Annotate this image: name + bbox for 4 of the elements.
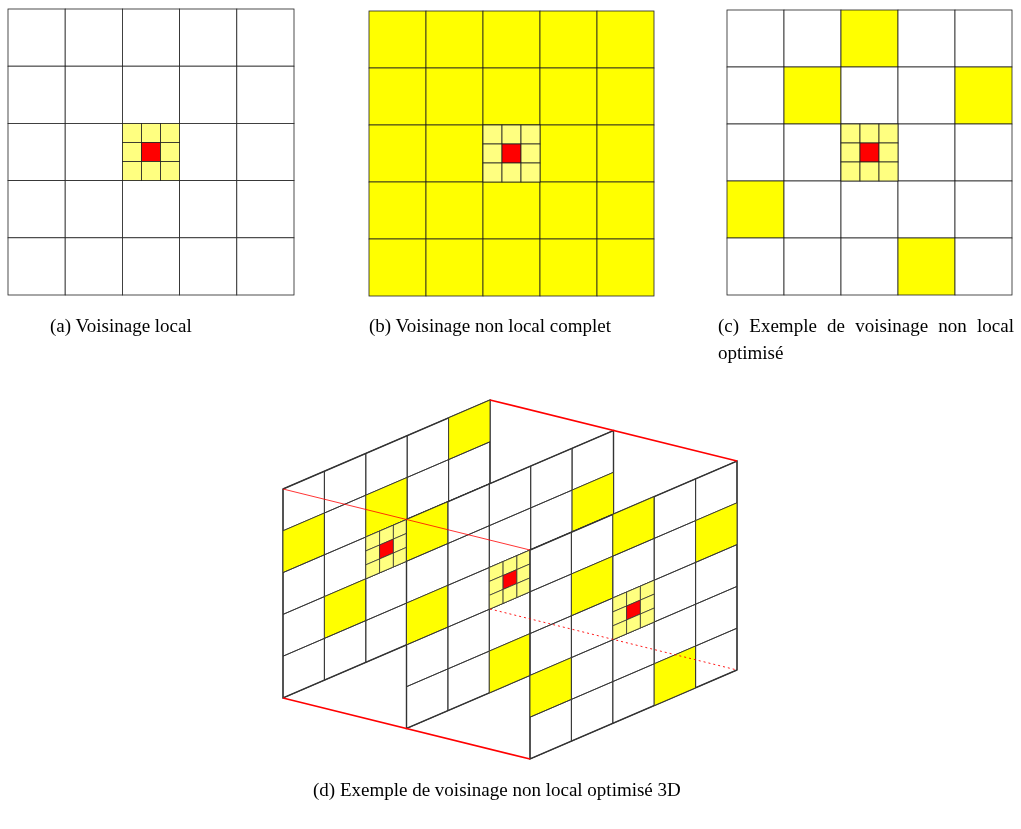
- caption: (a) Voisinage local: [50, 314, 193, 338]
- caption: (c) Exemple de voisinage non local optimisé: [718, 314, 1014, 365]
- caption: (d) Exemple de voisinage non local optimisé 3D: [313, 778, 682, 802]
- caption: (b) Voisinage non local complet: [369, 314, 613, 338]
